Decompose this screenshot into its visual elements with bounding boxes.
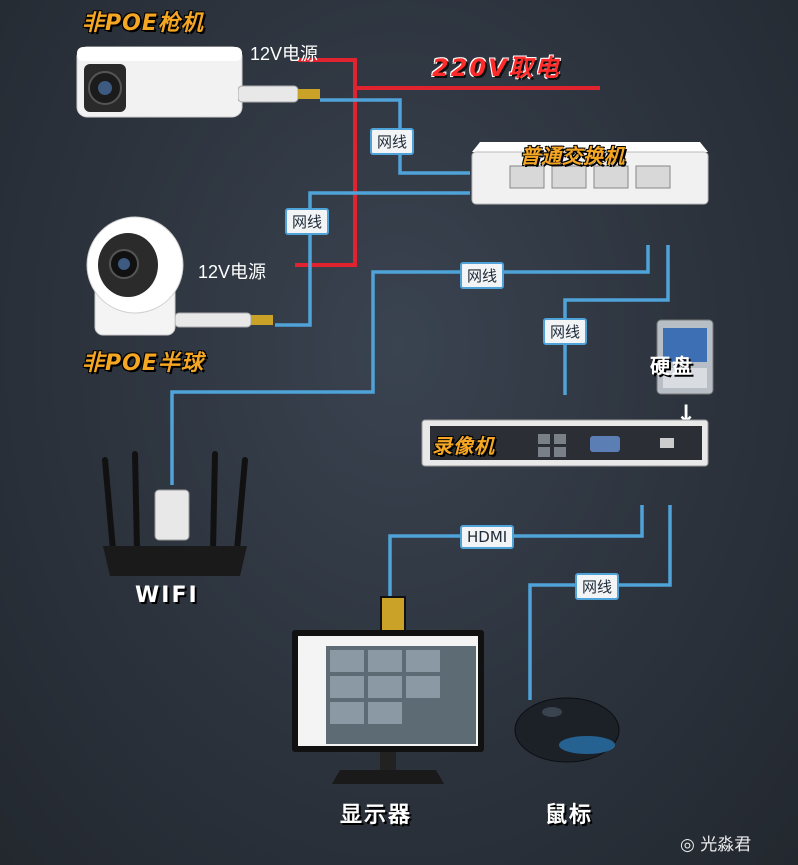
cable-tag-dome-switch: 网线: [285, 208, 330, 235]
monitor-label: 显示器: [340, 803, 413, 828]
router-icon: [102, 451, 248, 576]
rj45-connector-icon: [237, 85, 320, 103]
switch-label: 普通交换机: [520, 144, 625, 168]
watermark-text: ◎ 光淼君: [680, 830, 751, 855]
switch-icon: [471, 142, 709, 205]
wifi-router: [95, 450, 255, 578]
mouse-icon: [514, 697, 620, 763]
hard-disk-icon: [656, 319, 714, 395]
net-wire-switch-wifi: [170, 245, 650, 485]
watermark-icon: ◎: [680, 835, 695, 855]
network-switch: [470, 132, 710, 208]
rj45-connector-icon: [174, 312, 273, 328]
cable-tag-switch-top: 网线: [370, 128, 415, 155]
power-12v-top-label: 12V电源: [250, 44, 319, 64]
dome-camera: [80, 210, 190, 342]
nvr-recorder: [420, 418, 710, 468]
power-wire-bullet: [295, 58, 357, 267]
net-wire-switch-nvr: [563, 245, 670, 395]
cable-tag-switch-wifi: 网线: [460, 262, 505, 289]
bullet-camera-pigtail: [237, 80, 320, 110]
monitor: [290, 628, 486, 788]
mouse: [512, 690, 622, 765]
power-wires: [295, 58, 600, 267]
hdd-label: 硬盘: [650, 354, 694, 378]
hard-disk: [655, 318, 715, 396]
nvr-label: 录像机: [432, 434, 495, 458]
net-wire-dome-switch: [275, 191, 470, 327]
monitor-icon: [292, 630, 484, 784]
dome-camera-icon: [86, 216, 184, 336]
power-220v-label: 220V取电: [432, 54, 561, 82]
bullet-camera-label: 非POE枪机: [82, 11, 204, 36]
wifi-label: WIFI: [135, 583, 199, 608]
dome-camera-pigtail: [174, 305, 275, 335]
nvr-icon: [421, 419, 709, 467]
bullet-camera: [72, 42, 247, 122]
dome-camera-label: 非POE半球: [82, 351, 204, 376]
power-12v-mid-label: 12V电源: [198, 262, 267, 282]
network-wires: [170, 98, 672, 700]
cable-tag-nvr-mouse: 网线: [575, 573, 620, 600]
mouse-label: 鼠标: [545, 803, 594, 828]
cable-tag-hdmi: HDMI: [460, 525, 515, 549]
hdmi-connector-icon: [380, 596, 406, 632]
cable-tag-switch-nvr: 网线: [543, 318, 588, 345]
watermark-label: 光淼君: [700, 835, 752, 855]
hdmi-wire: [388, 505, 644, 598]
bullet-camera-icon: [76, 46, 243, 118]
